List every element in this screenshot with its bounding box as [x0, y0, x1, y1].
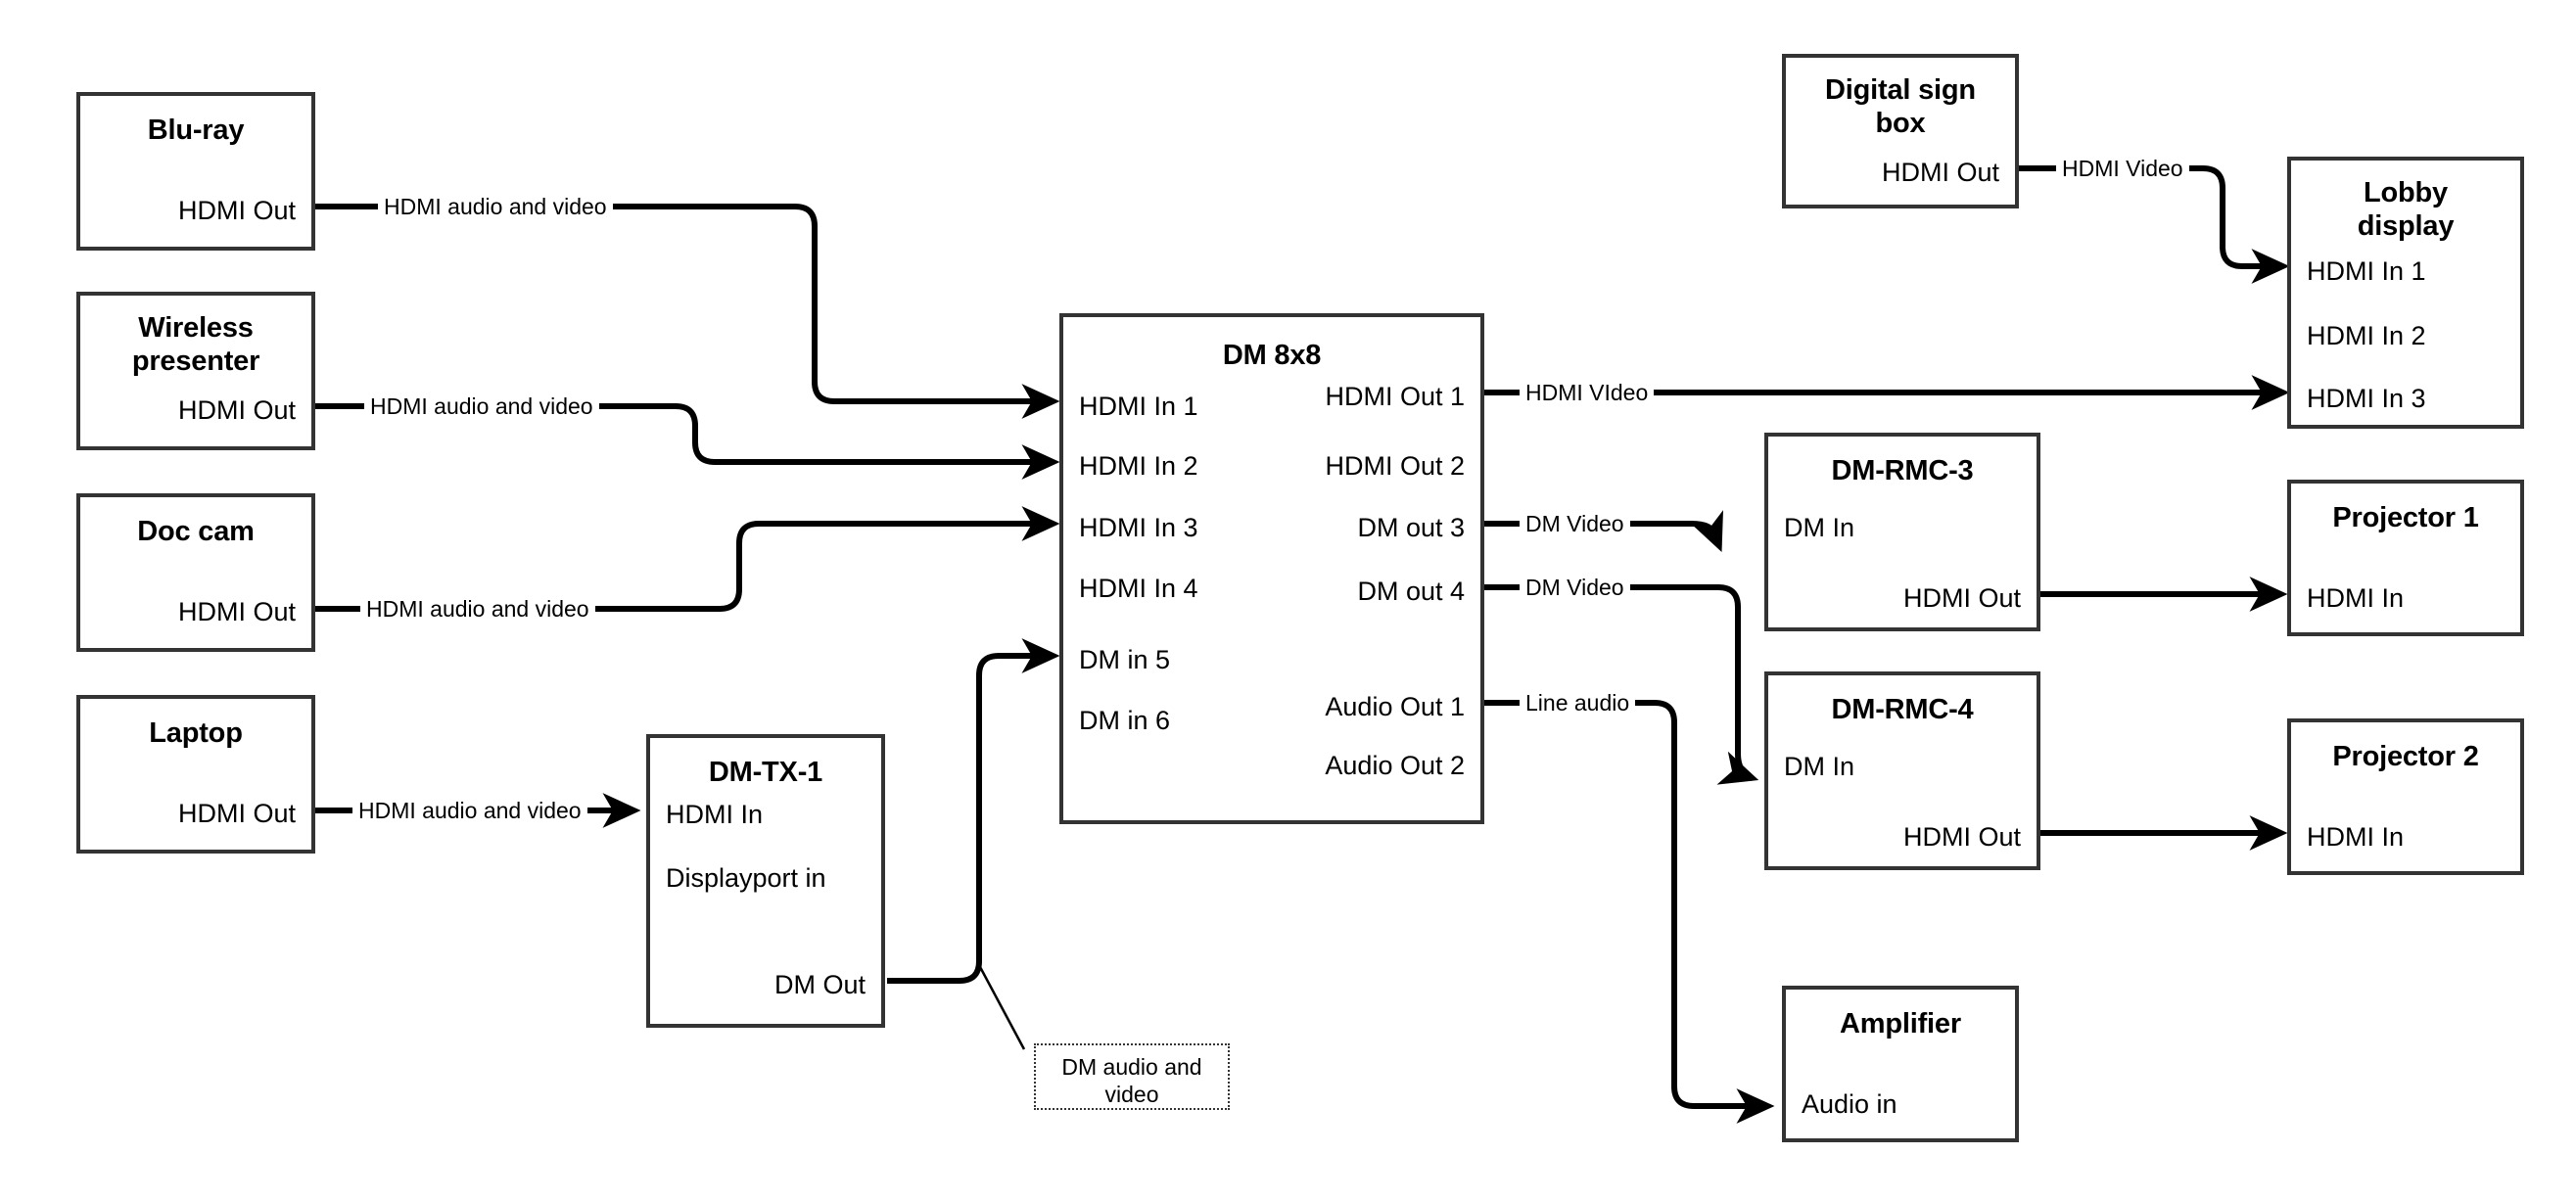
- node-laptop-title: Laptop: [149, 717, 243, 749]
- node-wireless-presenter[interactable]: Wireless presenter HDMI Out: [76, 292, 315, 450]
- node-bluray-title: Blu-ray: [147, 115, 245, 146]
- node-dm-8x8-output-hdmi-out-1: HDMI Out 1: [1325, 382, 1465, 411]
- node-projector-2-port-hdmi-in: HDMI In: [2307, 822, 2405, 852]
- node-dm-8x8[interactable]: DM 8x8 HDMI In 1 HDMI In 2 HDMI In 3 HDM…: [1059, 313, 1484, 824]
- node-doc-cam-title: Doc cam: [137, 516, 255, 547]
- wire-bluray-to-dm-hdmi-in-1: [315, 204, 1060, 419]
- wire-label-dm-out1-to-lobby: HDMI VIdeo: [1520, 380, 1655, 405]
- node-dm-8x8-output-dm-out-3: DM out 3: [1357, 513, 1465, 542]
- node-projector-1-port-hdmi-in: HDMI In: [2307, 583, 2405, 613]
- node-dm-rmc-3-port-dm-in: DM In: [1784, 513, 1855, 542]
- node-lobby-display-input-hdmi-in-1: HDMI In 1: [2307, 256, 2426, 286]
- callout-dm-audio-and-video: DM audio and video: [1034, 1043, 1230, 1110]
- wire-label-dm-out3-to-rmc3: DM Video: [1520, 511, 1630, 536]
- wire-dmtx1-to-dm-in-5: [887, 638, 1060, 984]
- node-laptop-port-hdmi-out: HDMI Out: [177, 799, 296, 828]
- node-lobby-display-title: Lobby display: [2357, 177, 2455, 242]
- wire-label-wireless-to-dm: HDMI audio and video: [364, 393, 599, 419]
- node-dm-tx-1-port-dm-out: DM Out: [773, 970, 866, 999]
- node-dm-tx-1[interactable]: DM-TX-1 HDMI In Displayport in DM Out: [646, 734, 885, 1028]
- node-dm-8x8-input-hdmi-in-2: HDMI In 2: [1079, 451, 1198, 481]
- node-dm-rmc-3-port-hdmi-out: HDMI Out: [1902, 583, 2021, 613]
- wire-wireless-to-dm-hdmi-in-2: [315, 403, 1060, 480]
- node-dm-8x8-input-dm-in-6: DM in 6: [1079, 706, 1171, 735]
- node-projector-2[interactable]: Projector 2 HDMI In: [2287, 718, 2524, 875]
- node-bluray-port-hdmi-out: HDMI Out: [177, 196, 296, 225]
- wire-label-dm-out4-to-rmc4: DM Video: [1520, 575, 1630, 600]
- node-wireless-presenter-title: Wireless presenter: [131, 312, 260, 377]
- node-dm-tx-1-port-hdmi-in: HDMI In: [666, 800, 764, 829]
- node-dm-rmc-4-port-hdmi-out: HDMI Out: [1902, 822, 2021, 852]
- node-dm-8x8-input-hdmi-in-1: HDMI In 1: [1079, 392, 1198, 421]
- node-dm-rmc-4-port-dm-in: DM In: [1784, 752, 1855, 781]
- node-bluray[interactable]: Blu-ray HDMI Out: [76, 92, 315, 251]
- wire-label-signbox-to-lobby: HDMI Video: [2056, 156, 2189, 181]
- wire-label-laptop-to-dmtx1: HDMI audio and video: [352, 798, 587, 823]
- wire-dm-out4-to-rmc4-dm-in: [1484, 584, 1759, 785]
- node-dm-rmc-3[interactable]: DM-RMC-3 DM In HDMI Out: [1764, 433, 2040, 631]
- node-dm-8x8-input-dm-in-5: DM in 5: [1079, 645, 1171, 674]
- node-dm-8x8-title: DM 8x8: [1222, 340, 1322, 371]
- node-amplifier-title: Amplifier: [1840, 1008, 1961, 1039]
- wire-doccam-to-dm-hdmi-in-3: [315, 506, 1060, 612]
- node-lobby-display-input-hdmi-in-2: HDMI In 2: [2307, 321, 2426, 350]
- node-dm-8x8-input-hdmi-in-3: HDMI In 3: [1079, 513, 1198, 542]
- node-dm-8x8-output-hdmi-out-2: HDMI Out 2: [1325, 451, 1465, 481]
- node-projector-2-title: Projector 2: [2332, 741, 2479, 772]
- wire-label-bluray-to-dm: HDMI audio and video: [378, 194, 613, 219]
- node-wireless-presenter-port-hdmi-out: HDMI Out: [177, 395, 296, 425]
- callout-leader-line: [977, 964, 1026, 1050]
- node-lobby-display-input-hdmi-in-3: HDMI In 3: [2307, 384, 2426, 413]
- node-amplifier-port-audio-in: Audio in: [1802, 1089, 1897, 1119]
- node-dm-rmc-4[interactable]: DM-RMC-4 DM In HDMI Out: [1764, 671, 2040, 870]
- node-dm-8x8-output-dm-out-4: DM out 4: [1357, 577, 1465, 606]
- node-amplifier[interactable]: Amplifier Audio in: [1782, 986, 2019, 1142]
- node-projector-1[interactable]: Projector 1 HDMI In: [2287, 480, 2524, 636]
- node-lobby-display[interactable]: Lobby display HDMI In 1 HDMI In 2 HDMI I…: [2287, 157, 2524, 429]
- node-doc-cam-port-hdmi-out: HDMI Out: [177, 597, 296, 626]
- wire-label-doccam-to-dm: HDMI audio and video: [360, 596, 595, 622]
- wire-dm-audio-out1-to-amplifier: [1484, 700, 1775, 1124]
- node-dm-rmc-4-title: DM-RMC-4: [1831, 694, 1974, 725]
- wire-dm-out3-to-rmc3-dm-in: [1484, 510, 1723, 552]
- node-dm-8x8-output-audio-out-1: Audio Out 1: [1325, 692, 1465, 721]
- node-projector-1-title: Projector 1: [2332, 502, 2479, 533]
- node-digital-sign-box[interactable]: Digital sign box HDMI Out: [1782, 54, 2019, 208]
- node-dm-tx-1-title: DM-TX-1: [708, 757, 823, 788]
- node-doc-cam[interactable]: Doc cam HDMI Out: [76, 493, 315, 652]
- node-digital-sign-box-port-hdmi-out: HDMI Out: [1881, 158, 1999, 187]
- node-digital-sign-box-title: Digital sign box: [1825, 74, 1976, 139]
- node-laptop[interactable]: Laptop HDMI Out: [76, 695, 315, 854]
- wire-label-audio-out1-to-amplifier: Line audio: [1520, 690, 1636, 716]
- wire-signbox-to-lobby-hdmi-in-1: [2019, 165, 2290, 284]
- node-dm-8x8-input-hdmi-in-4: HDMI In 4: [1079, 574, 1198, 603]
- node-dm-8x8-output-audio-out-2: Audio Out 2: [1325, 751, 1465, 780]
- node-dm-tx-1-port-displayport-in: Displayport in: [666, 863, 826, 893]
- node-dm-rmc-3-title: DM-RMC-3: [1831, 455, 1974, 486]
